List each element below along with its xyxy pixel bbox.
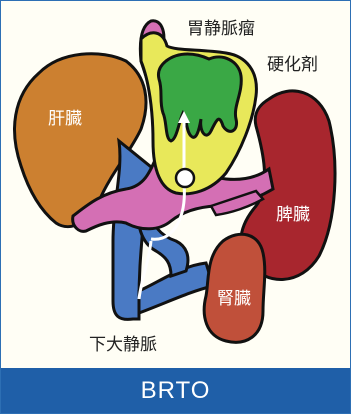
label-spleen: 脾臓 [276, 207, 310, 224]
title-banner: BRTO [1, 368, 350, 413]
label-kidney: 腎臓 [217, 291, 251, 308]
label-sclerosant: 硬化剤 [267, 57, 318, 74]
varix-shape [158, 54, 241, 141]
banner-title: BRTO [141, 377, 211, 405]
balloon-icon [176, 169, 194, 187]
label-liver: 肝臓 [48, 111, 82, 128]
label-gastric-varix: 胃静脈瘤 [187, 21, 255, 38]
label-ivc: 下大静脈 [89, 337, 157, 354]
